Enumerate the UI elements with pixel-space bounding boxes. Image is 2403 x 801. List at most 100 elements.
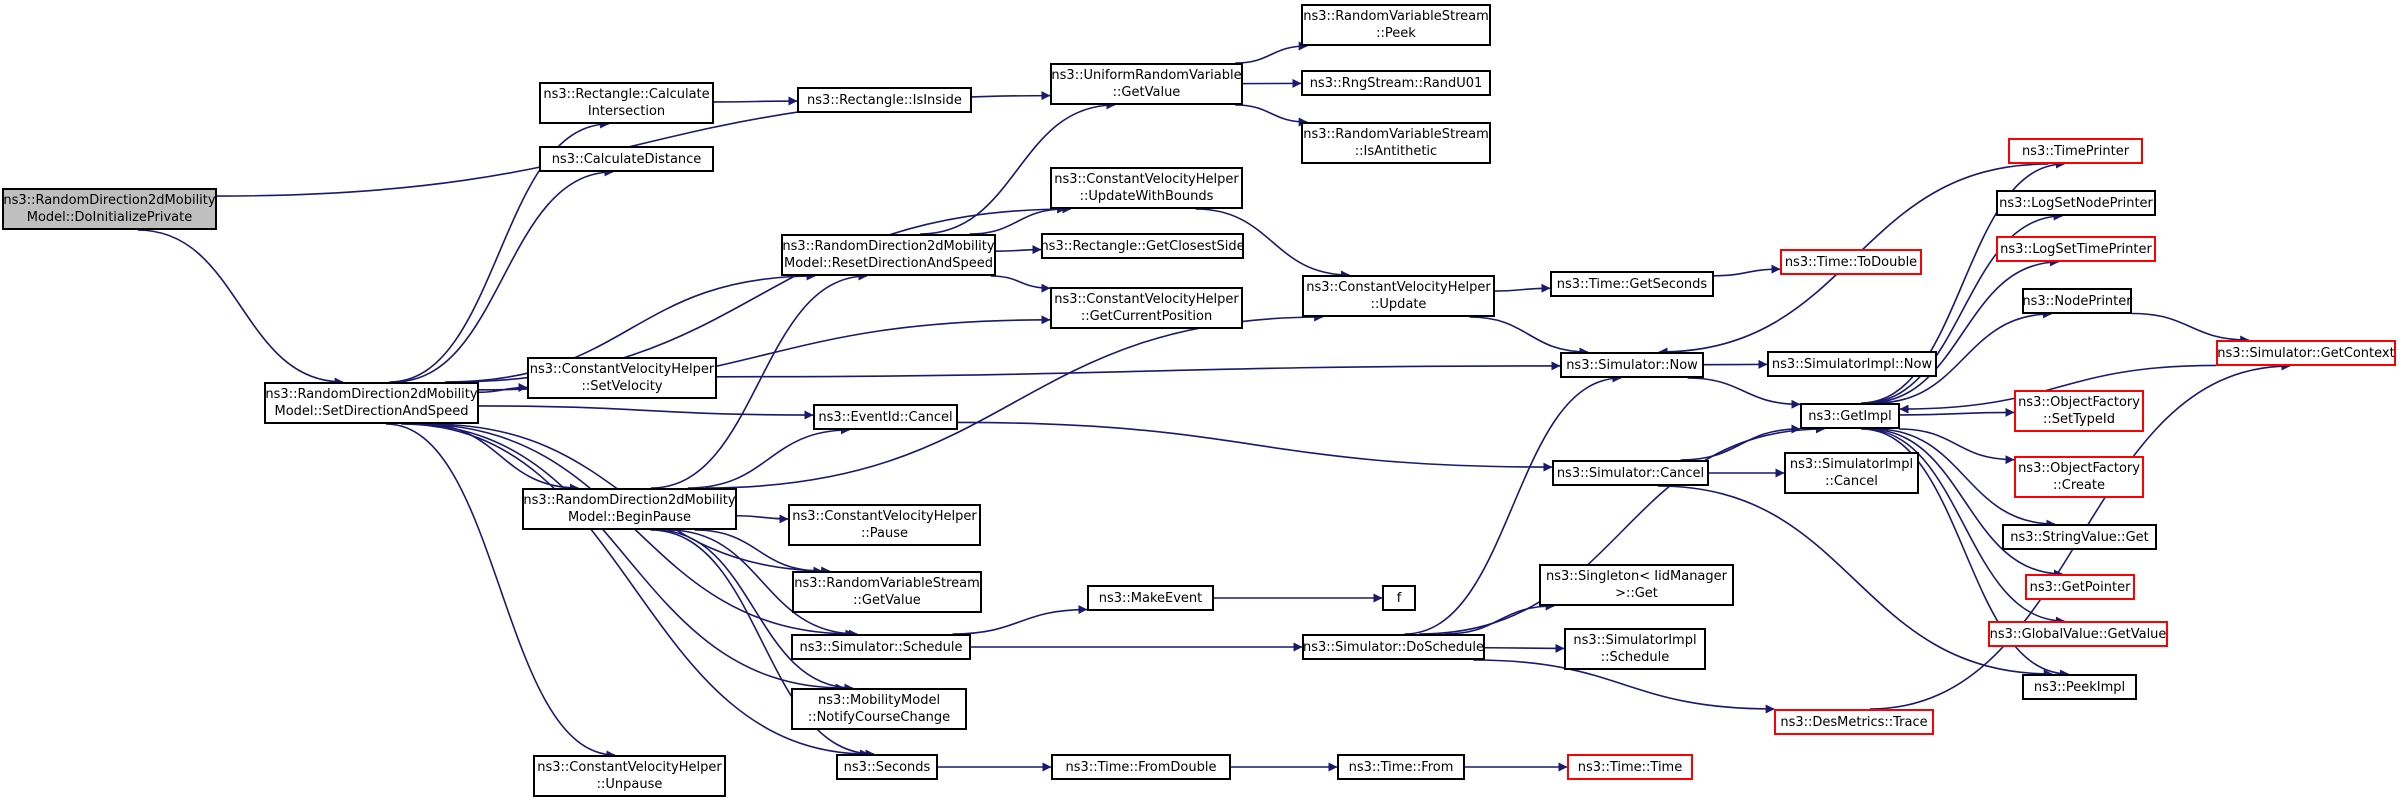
edge-setdir-to-mobnotify [406, 423, 845, 693]
node-label-line: ns3::StringValue::Get [2010, 529, 2149, 545]
edge-resetdir-to-cvhgetpos [990, 275, 1051, 293]
node-timefromdouble[interactable]: ns3::Time::FromDouble [1051, 754, 1231, 780]
edge-setdir-to-cvhunpause [386, 423, 616, 760]
node-label-line: ::NotifyCourseChange [807, 710, 951, 725]
node-rngu01[interactable]: ns3::RngStream::RandU01 [1301, 70, 1491, 96]
edge-getimpl-to-peekimpl [1861, 428, 2069, 679]
edge-simcancel-to-getimpl [1680, 424, 1801, 461]
node-simdosched[interactable]: ns3::Simulator::DoSchedule [1302, 634, 1485, 660]
edge-getimpl-to-strvalget [1874, 428, 2056, 529]
node-label-line: ns3::ConstantVelocityHelper [537, 760, 722, 775]
node-label-line: ::Schedule [1600, 650, 1670, 665]
node-label-line: ns3::SimulatorImpl [1573, 633, 1697, 648]
edge-simcancel-to-peekimpl [1657, 485, 2053, 679]
node-getpointer[interactable]: ns3::GetPointer [2025, 574, 2135, 600]
node-mobnotify[interactable]: ns3::MobilityModel::NotifyCourseChange [791, 688, 967, 730]
edge-nodeprinter-to-simgetctx [2131, 312, 2250, 345]
edge-setdir-to-seconds [401, 423, 870, 759]
node-simimplnow[interactable]: ns3::SimulatorImpl::Now [1767, 351, 1937, 377]
node-globalval[interactable]: ns3::GlobalValue::GetValue [1988, 621, 2168, 647]
edge-setdir-to-resetdir [444, 271, 816, 383]
node-strvalget[interactable]: ns3::StringValue::Get [2002, 524, 2157, 550]
edge-eventcancel-to-simcancel [957, 421, 1553, 472]
node-simimplcancel[interactable]: ns3::SimulatorImpl::Cancel [1784, 452, 1919, 494]
node-seconds[interactable]: ns3::Seconds [836, 754, 938, 780]
node-label-line: ::SetTypeId [2042, 412, 2116, 427]
node-simsched[interactable]: ns3::Simulator::Schedule [791, 634, 971, 660]
node-label-line: ns3::ConstantVelocityHelper [1054, 292, 1239, 307]
node-ofcreate[interactable]: ns3::ObjectFactory::Create [2014, 456, 2144, 498]
node-cvhpause[interactable]: ns3::ConstantVelocityHelper::Pause [788, 504, 981, 546]
node-rectinside[interactable]: ns3::Rectangle::IsInside [797, 87, 972, 113]
node-calcdist[interactable]: ns3::CalculateDistance [539, 146, 714, 172]
node-timeprinter[interactable]: ns3::TimePrinter [2008, 138, 2143, 164]
node-cvhsetvel[interactable]: ns3::ConstantVelocityHelper::SetVelocity [527, 357, 717, 399]
node-eventcancel[interactable]: ns3::EventId::Cancel [813, 404, 958, 430]
node-simcancel[interactable]: ns3::Simulator::Cancel [1552, 460, 1709, 486]
node-label-line: ns3::Seconds [843, 759, 931, 775]
node-getimpl[interactable]: ns3::GetImpl [1800, 403, 1900, 429]
node-cvhunpause[interactable]: ns3::ConstantVelocityHelper::Unpause [533, 755, 726, 797]
node-label-line: ::Update [1370, 297, 1427, 312]
node-cvhubounds[interactable]: ns3::ConstantVelocityHelper::UpdateWithB… [1050, 167, 1243, 209]
node-simimplsched[interactable]: ns3::SimulatorImpl::Schedule [1564, 628, 1706, 670]
node-desmetrics[interactable]: ns3::DesMetrics::Trace [1774, 709, 1934, 735]
node-peekimpl[interactable]: ns3::PeekImpl [2022, 674, 2137, 700]
node-cvhgetpos[interactable]: ns3::ConstantVelocityHelper::GetCurrentP… [1050, 287, 1243, 329]
node-f[interactable]: f [1382, 585, 1416, 611]
node-urvget[interactable]: ns3::UniformRandomVariable::GetValue [1050, 63, 1243, 105]
node-label-line: ns3::Simulator::GetContext [2217, 345, 2395, 361]
node-makeevent[interactable]: ns3::MakeEvent [1087, 585, 1214, 611]
edge-urvget-to-rvsanti [1235, 104, 1308, 127]
node-timegetsec[interactable]: ns3::Time::GetSeconds [1550, 271, 1714, 297]
node-label-line: ns3::TimePrinter [2021, 143, 2130, 159]
node-label-line: Model::BeginPause [567, 510, 692, 525]
edge-simnow-to-getimpl [1687, 377, 1801, 409]
node-label-line: ns3::GlobalValue::GetValue [1989, 626, 2167, 642]
node-simgetctx[interactable]: ns3::Simulator::GetContext [2216, 340, 2396, 366]
node-cvhupdate[interactable]: ns3::ConstantVelocityHelper::Update [1302, 275, 1495, 317]
node-label-line: ns3::Rectangle::Calculate [543, 87, 710, 102]
node-label-line: ns3::Time::GetSeconds [1556, 276, 1708, 292]
node-label-line: ns3::MakeEvent [1098, 590, 1203, 606]
node-timetime[interactable]: ns3::Time::Time [1567, 754, 1693, 780]
node-nodeprinter[interactable]: ns3::NodePrinter [2022, 288, 2132, 314]
node-timetodouble[interactable]: ns3::Time::ToDouble [1780, 249, 1922, 275]
edge-setdir-to-eventcancel [478, 405, 814, 420]
node-ofsettype[interactable]: ns3::ObjectFactory::SetTypeId [2014, 390, 2144, 432]
edge-begpause-to-eventcancel [687, 425, 850, 489]
node-rvsanti[interactable]: ns3::RandomVariableStream::IsAntithetic [1301, 122, 1491, 164]
node-rvspeek[interactable]: ns3::RandomVariableStream::Peek [1301, 4, 1491, 46]
node-label-line: ns3::Time::From [1348, 759, 1454, 775]
node-label-line: ns3::CalculateDistance [551, 151, 702, 167]
edge-begpause-to-cvhupdate [705, 312, 1324, 489]
node-logsetnode[interactable]: ns3::LogSetNodePrinter [1996, 190, 2156, 216]
node-label-line: ns3::RandomDirection2dMobility [523, 493, 736, 508]
edge-simdosched-to-desmetrics [1473, 659, 1775, 714]
node-label-line: Model::SetDirectionAndSpeed [274, 404, 469, 419]
node-timefrom[interactable]: ns3::Time::From [1337, 754, 1465, 780]
node-label-line: ns3::ObjectFactory [2018, 461, 2140, 476]
node-label-line: ns3::Time::ToDouble [1784, 254, 1918, 270]
node-label-line: ns3::ConstantVelocityHelper [529, 362, 715, 377]
node-label-line: ns3::ConstantVelocityHelper [792, 509, 977, 524]
edge-begpause-to-mobnotify [655, 529, 854, 693]
node-simnow[interactable]: ns3::Simulator::Now [1560, 352, 1704, 378]
edge-resetdir-to-urvget [920, 100, 1116, 235]
node-rectclosest[interactable]: ns3::Rectangle::GetClosestSide [1040, 233, 1245, 259]
edge-resetdir-to-rectclosest [995, 245, 1042, 255]
node-label-line: ::Peek [1376, 26, 1416, 41]
node-label-line: ns3::RngStream::RandU01 [1309, 75, 1483, 91]
node-logsettime[interactable]: ns3::LogSetTimePrinter [1996, 236, 2156, 262]
node-label-line: >::Get [1615, 586, 1658, 601]
edge-cvhsetvel-to-simnow [716, 361, 1561, 378]
node-singleton[interactable]: ns3::Singleton< IidManager>::Get [1539, 564, 1734, 606]
node-rvsget[interactable]: ns3::RandomVariableStream::GetValue [792, 571, 982, 613]
node-label-line: ns3::Singleton< IidManager [1545, 569, 1727, 584]
node-label-line: ns3::LogSetTimePrinter [2000, 241, 2152, 257]
